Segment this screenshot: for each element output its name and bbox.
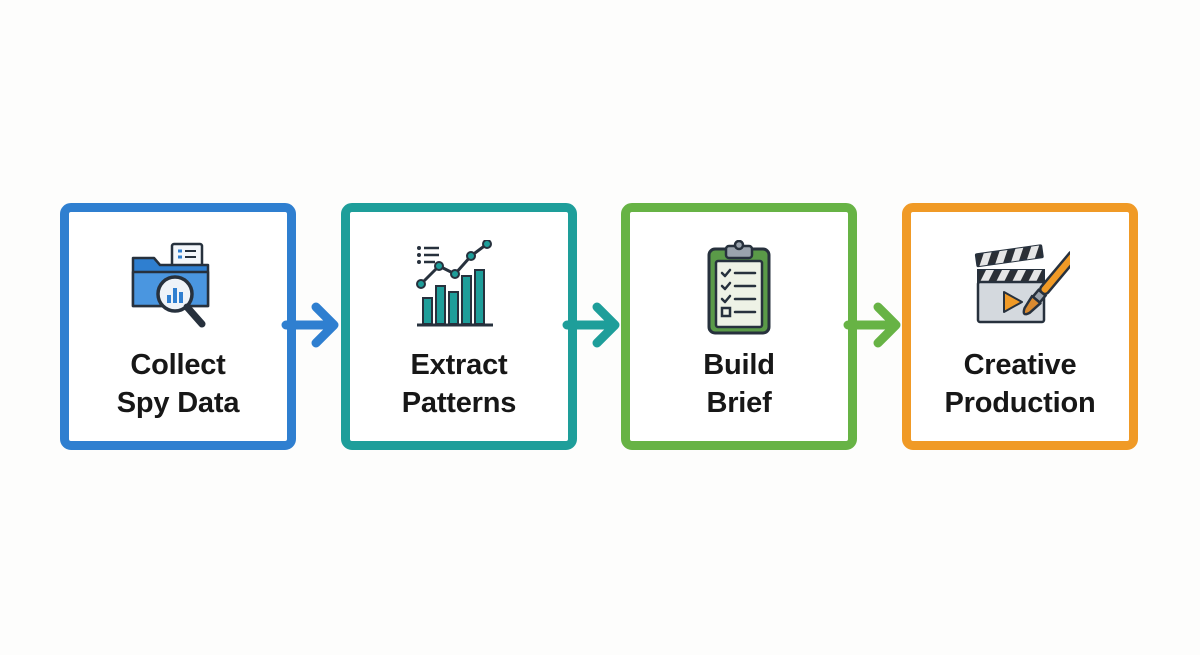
step-title-line-2: Patterns: [401, 387, 517, 419]
step-title-line-1: Creative: [963, 349, 1077, 381]
arrow-right-icon: [281, 302, 339, 348]
step-collect-spy-data: Collect Spy Data: [60, 203, 296, 450]
arrow-right-icon: [562, 302, 620, 348]
step-title-line-2: Brief: [706, 387, 772, 419]
clipboard-checklist-icon: [707, 240, 771, 335]
step-title: Extract Patterns: [350, 346, 568, 422]
folder-search-icon: [131, 242, 210, 328]
step-title-line-1: Build: [703, 349, 775, 381]
step-extract-patterns: Extract Patterns: [341, 203, 577, 450]
step-title: Build Brief: [630, 346, 848, 422]
step-creative-production: Creative Production: [902, 203, 1138, 450]
step-title-line-1: Extract: [410, 349, 508, 381]
bar-chart-trend-icon: [416, 240, 493, 327]
step-title: Collect Spy Data: [69, 346, 287, 422]
step-title-line-2: Production: [944, 387, 1096, 419]
step-build-brief: Build Brief: [621, 203, 857, 450]
step-title: Creative Production: [911, 346, 1129, 422]
arrow-right-icon: [843, 302, 901, 348]
step-title-line-1: Collect: [130, 349, 226, 381]
step-title-line-2: Spy Data: [116, 387, 240, 419]
clapperboard-paintbrush-icon: [974, 244, 1070, 324]
